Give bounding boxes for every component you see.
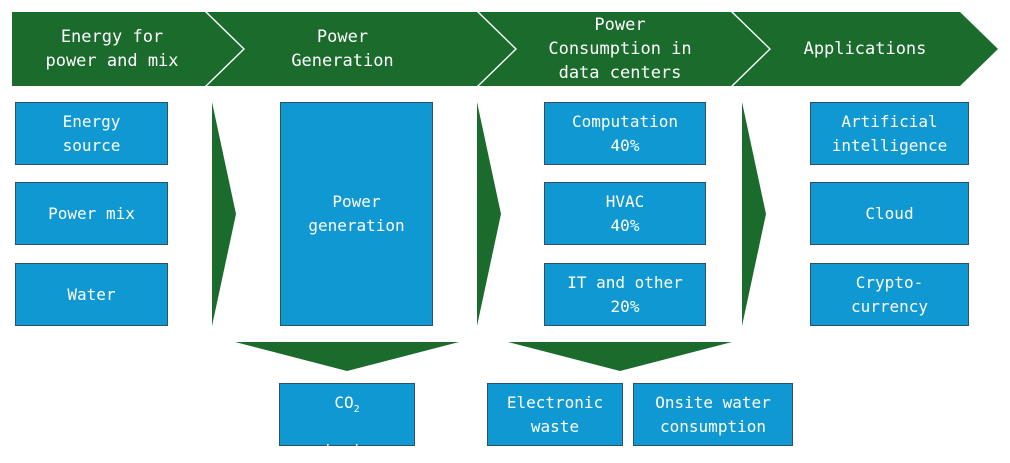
hvac-box: HVAC 40% bbox=[544, 182, 706, 245]
co2-subscript: 2 bbox=[353, 403, 360, 415]
header-stage-consumption: Power Consumption in data centers bbox=[548, 15, 692, 83]
process-diagram bbox=[12, 12, 998, 371]
header-chevron-energy bbox=[12, 12, 243, 86]
down-arrow-generation bbox=[235, 342, 459, 371]
header-chevron-applications bbox=[733, 12, 998, 86]
co2-label: CO bbox=[334, 392, 354, 412]
cryptocurrency-box: Crypto- currency bbox=[810, 263, 969, 326]
it-other-box: IT and other 20% bbox=[544, 263, 706, 326]
flow-arrow-2 bbox=[477, 102, 501, 326]
header-stage-energy: Energy for power and mix bbox=[45, 27, 179, 71]
cloud-box: Cloud bbox=[810, 182, 969, 245]
energy-source-box: Energy source bbox=[15, 102, 168, 165]
header-chevron-generation bbox=[207, 12, 515, 86]
header-stage-applications: Applications bbox=[803, 39, 927, 59]
co2-emissions-box: CO2 emissions bbox=[279, 383, 415, 460]
onsite-water-consumption-box: Onsite water consumption bbox=[633, 383, 793, 446]
computation-box: Computation 40% bbox=[544, 102, 706, 165]
co2-emissions-label: emissions bbox=[303, 440, 391, 460]
header-chevron-consumption bbox=[479, 12, 769, 86]
flow-arrow-3 bbox=[742, 102, 766, 326]
down-arrow-consumption bbox=[508, 342, 732, 371]
flow-arrow-1 bbox=[212, 102, 236, 326]
power-generation-box: Power generation bbox=[280, 102, 433, 326]
artificial-intelligence-box: Artificial intelligence bbox=[810, 102, 969, 165]
water-box: Water bbox=[15, 263, 168, 326]
header-stage-generation: Power Generation bbox=[291, 27, 394, 71]
electronic-waste-box: Electronic waste bbox=[487, 383, 623, 446]
power-mix-box: Power mix bbox=[15, 182, 168, 245]
